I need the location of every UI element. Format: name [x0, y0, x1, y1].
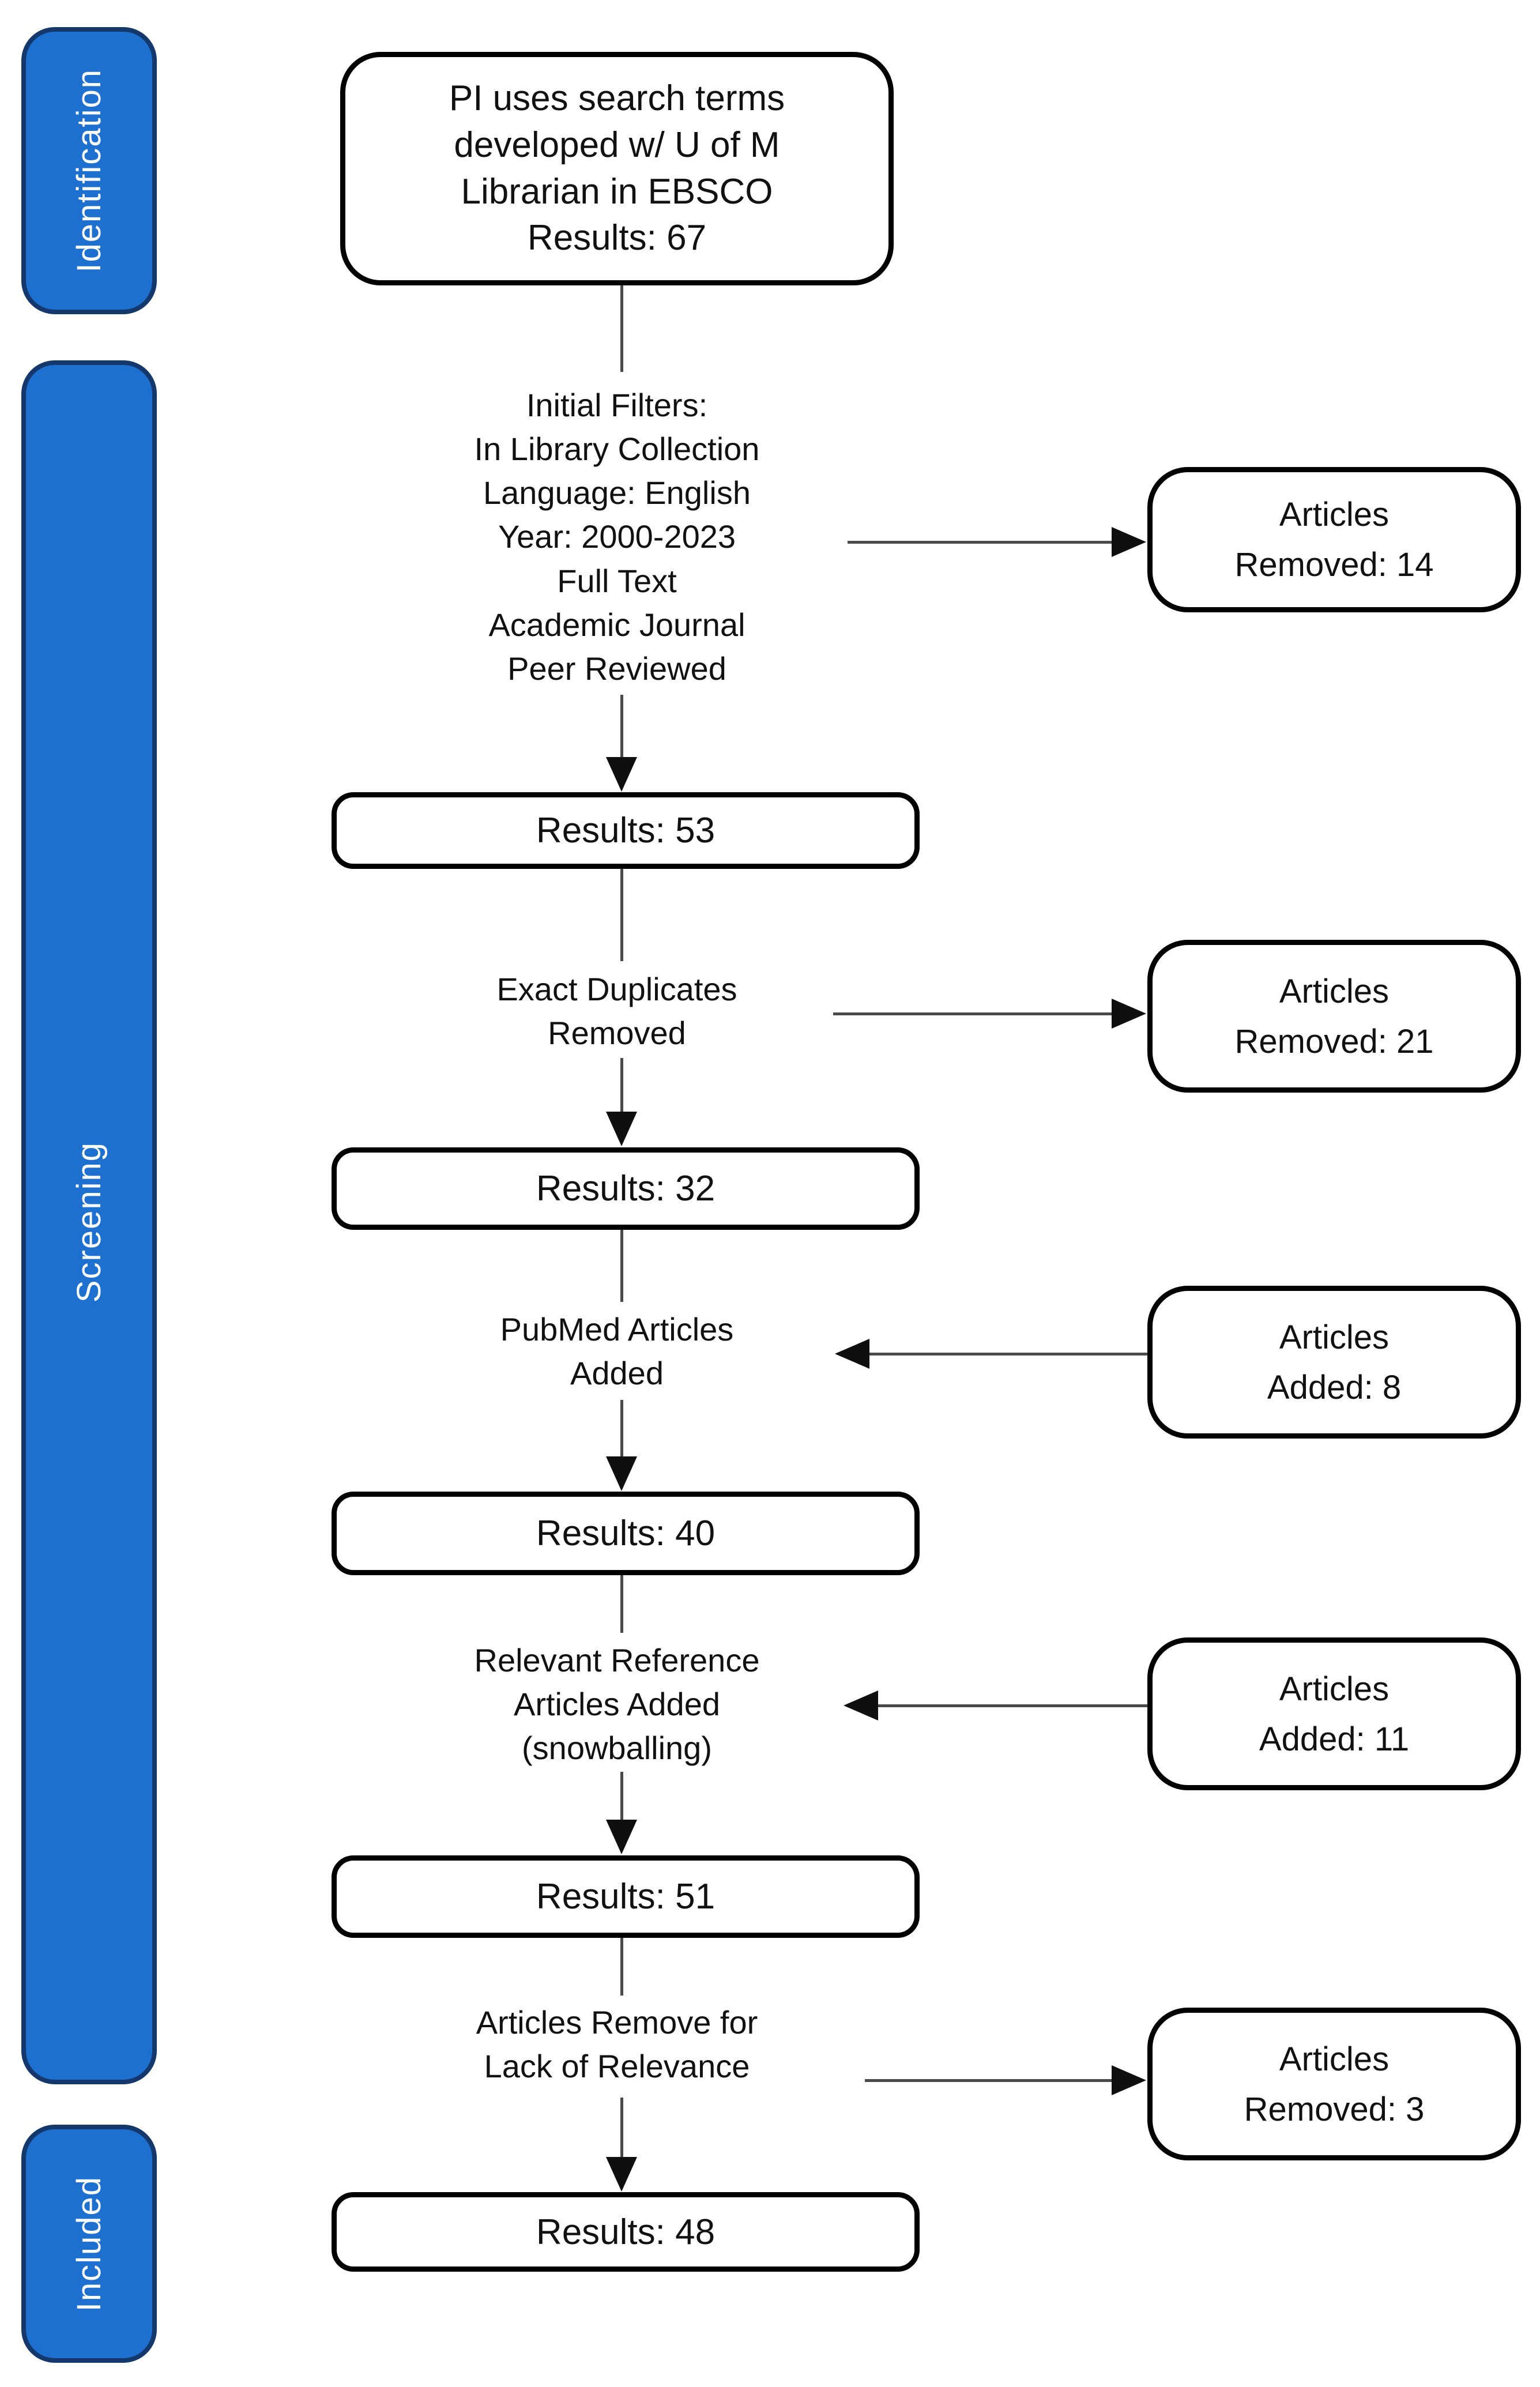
- connector-added11-to-snowball: [876, 1704, 1147, 1707]
- connector-snowball-to-results4: [620, 1772, 623, 1821]
- arrowhead-right-icon: [1112, 999, 1146, 1029]
- arrowhead-down-icon: [606, 757, 637, 792]
- side-box-articles-removed-3: Articles Removed: 3: [1147, 2008, 1521, 2160]
- side-box-articles-removed-14: Articles Removed: 14: [1147, 467, 1521, 612]
- arrowhead-down-icon: [606, 1112, 637, 1146]
- stage-rail-screening: Screening: [21, 360, 157, 2084]
- stage-label-screening: Screening: [70, 1142, 108, 1303]
- connector-filters-to-removed14: [848, 541, 1114, 544]
- arrowhead-down-icon: [606, 2157, 637, 2192]
- connector-pubmed-to-results3: [620, 1400, 623, 1458]
- arrowhead-down-icon: [606, 1456, 637, 1491]
- connector-filters-to-results1: [620, 695, 623, 758]
- source-search-box: PI uses search terms developed w/ U of M…: [340, 52, 894, 285]
- stage-label-included: Included: [70, 2175, 108, 2312]
- stage-rail-identification: Identification: [21, 27, 157, 314]
- results-box-4: Results: 51: [332, 1855, 920, 1938]
- connector-results4-to-relevance: [620, 1938, 623, 1996]
- connector-relevance-to-removed3: [865, 2079, 1114, 2082]
- connector-added8-to-pubmed: [868, 1353, 1147, 1356]
- side-box-articles-added-11: Articles Added: 11: [1147, 1637, 1521, 1790]
- stage-label-identification: Identification: [70, 69, 108, 273]
- pubmed-note: PubMed Articles Added: [500, 1311, 734, 1392]
- connector-results1-to-duplicates: [620, 869, 623, 961]
- connector-duplicates-to-removed21: [833, 1012, 1114, 1015]
- snowball-note: Relevant Reference Articles Added (snowb…: [474, 1642, 760, 1767]
- side-box-articles-added-8: Articles Added: 8: [1147, 1286, 1521, 1439]
- connector-relevance-to-results5: [620, 2098, 623, 2158]
- arrowhead-down-icon: [606, 1820, 637, 1854]
- arrowhead-right-icon: [1112, 2065, 1146, 2095]
- connector-results3-to-snowball: [620, 1575, 623, 1633]
- stage-rail-included: Included: [21, 2125, 157, 2363]
- arrowhead-left-icon: [835, 1339, 869, 1369]
- arrowhead-left-icon: [844, 1691, 878, 1720]
- results-box-1: Results: 53: [332, 792, 920, 869]
- results-box-5: Results: 48: [332, 2192, 920, 2272]
- side-box-articles-removed-21: Articles Removed: 21: [1147, 940, 1521, 1093]
- connector-duplicates-to-results2: [620, 1058, 623, 1113]
- connector-results2-to-pubmed: [620, 1230, 623, 1302]
- filters-note: Initial Filters: In Library Collection L…: [474, 387, 760, 687]
- results-box-2: Results: 32: [332, 1147, 920, 1230]
- relevance-note: Articles Remove for Lack of Relevance: [476, 2004, 758, 2085]
- arrowhead-right-icon: [1112, 527, 1146, 557]
- results-box-3: Results: 40: [332, 1492, 920, 1575]
- duplicates-note: Exact Duplicates Removed: [496, 971, 737, 1052]
- connector-source-to-filters: [620, 285, 623, 372]
